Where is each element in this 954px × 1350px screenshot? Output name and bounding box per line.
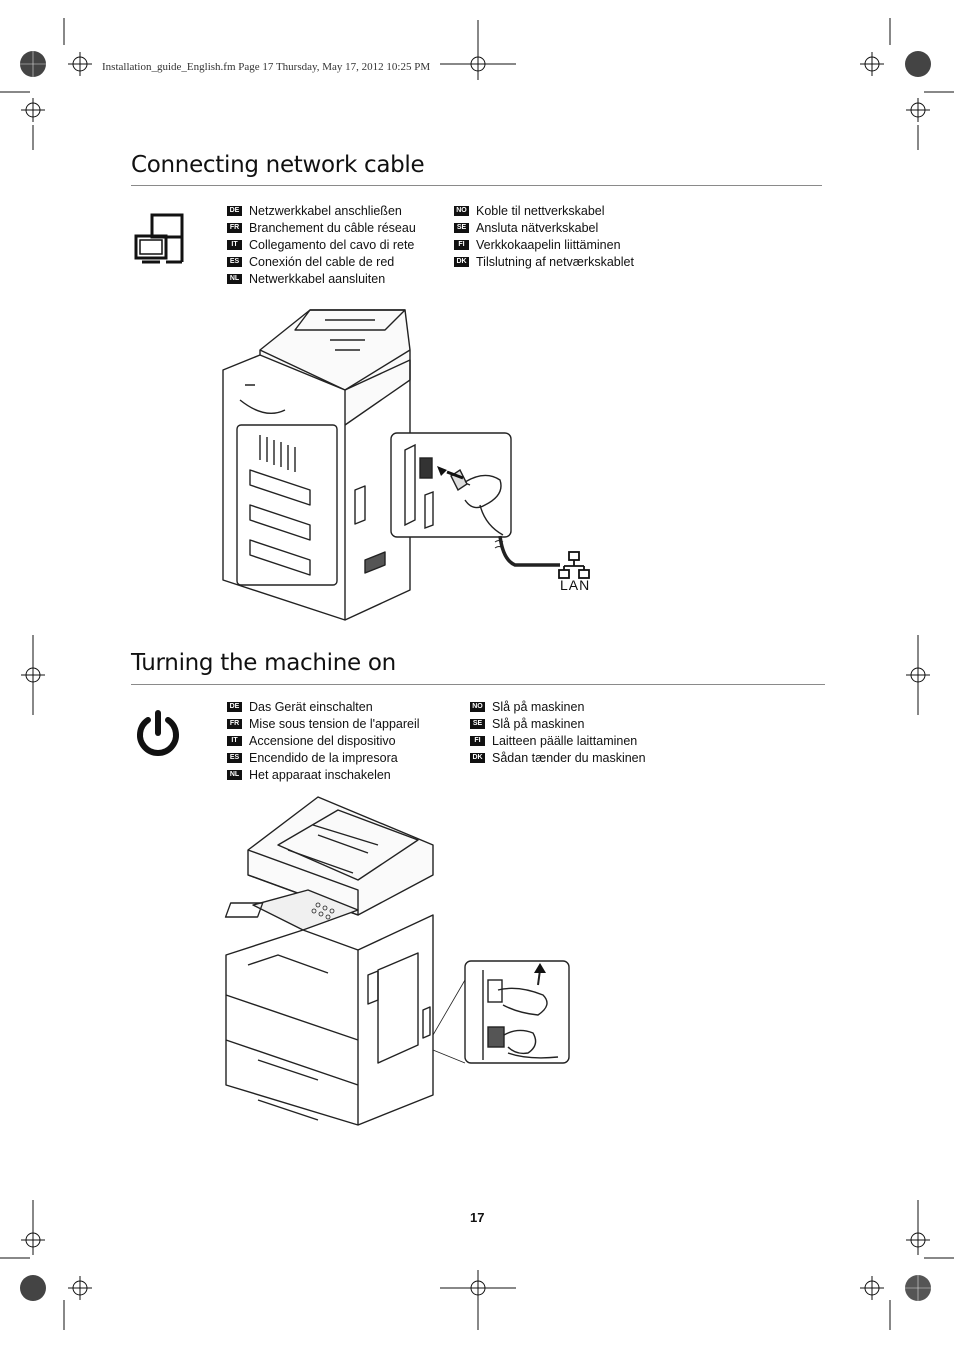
list-item: FI Laitteen päälle laittaminen — [470, 732, 646, 749]
lang-text: Het apparaat inschakelen — [249, 767, 391, 782]
list-item: ES Encendido de la impresora — [227, 749, 420, 766]
lang-text: Netzwerkkabel anschließen — [249, 203, 402, 218]
lang-text: Encendido de la impresora — [249, 750, 398, 765]
list-item: DE Das Gerät einschalten — [227, 698, 420, 715]
lang-text: Netwerkkabel aansluiten — [249, 271, 386, 286]
lang-badge: FI — [454, 239, 469, 250]
file-meta-header: Installation_guide_English.fm Page 17 Th… — [102, 61, 431, 73]
lang-badge: DE — [227, 205, 242, 216]
lang-badge: DE — [227, 701, 242, 712]
list-item: IT Collegamento del cavo di rete — [227, 236, 416, 253]
section-divider — [131, 185, 822, 186]
list-item: SE Ansluta nätverkskabel — [454, 219, 634, 236]
lang-badge: ES — [227, 752, 242, 763]
printer-rear-illustration — [222, 309, 590, 621]
list-item: SE Slå på maskinen — [470, 715, 646, 732]
lang-text: Verkkokaapelin liittäminen — [476, 237, 621, 252]
section-title-network: Connecting network cable — [131, 152, 425, 178]
lang-badge: FR — [227, 718, 242, 729]
lang-badge: NO — [470, 701, 485, 712]
list-item: DK Tilslutning af netværkskablet — [454, 253, 634, 270]
lang-badge: FR — [227, 222, 242, 233]
list-item: NO Slå på maskinen — [470, 698, 646, 715]
list-item: FI Verkkokaapelin liittäminen — [454, 236, 634, 253]
section-title-power: Turning the machine on — [131, 650, 396, 676]
lang-badge: SE — [454, 222, 469, 233]
language-list-left-network: DE Netzwerkkabel anschließen FR Branchemen… — [227, 202, 416, 287]
lang-text: Ansluta nätverkskabel — [476, 220, 599, 235]
network-computers-icon — [134, 213, 184, 264]
lang-text: Branchement du câble réseau — [249, 220, 416, 235]
lang-text: Tilslutning af netværkskablet — [476, 254, 634, 269]
lang-text: Conexión del cable de red — [249, 254, 395, 269]
list-item: NL Het apparaat inschakelen — [227, 766, 420, 783]
lang-text: Laitteen päälle laittaminen — [492, 733, 638, 748]
list-item: NL Netwerkkabel aansluiten — [227, 270, 416, 287]
lang-text: Collegamento del cavo di rete — [249, 237, 415, 252]
lang-text: Sådan tænder du maskinen — [492, 750, 646, 765]
lang-badge: FI — [470, 735, 485, 746]
list-item: DE Netzwerkkabel anschließen — [227, 202, 416, 219]
lan-label: LAN — [560, 577, 591, 593]
lang-text: Mise sous tension de l'appareil — [249, 716, 420, 731]
list-item: FR Branchement du câble réseau — [227, 219, 416, 236]
list-item: IT Accensione del dispositivo — [227, 732, 420, 749]
lang-badge: NL — [227, 273, 242, 284]
lang-badge: NL — [227, 769, 242, 780]
lang-text: Accensione del dispositivo — [249, 733, 396, 748]
page-number: 17 — [470, 1210, 485, 1225]
language-list-left-power: DE Das Gerät einschalten FR Mise sous tens… — [227, 698, 420, 783]
lang-badge: ES — [227, 256, 242, 267]
printer-front-illustration — [224, 796, 570, 1126]
lang-text: Das Gerät einschalten — [249, 699, 373, 714]
section-divider — [131, 684, 825, 685]
lang-badge: DK — [470, 752, 485, 763]
lang-badge: SE — [470, 718, 485, 729]
lang-text: Slå på maskinen — [492, 716, 585, 731]
lang-text: Koble til nettverkskabel — [476, 203, 605, 218]
lang-badge: DK — [454, 256, 469, 267]
lang-badge: NO — [454, 205, 469, 216]
power-icon — [137, 710, 179, 756]
list-item: NO Koble til nettverkskabel — [454, 202, 634, 219]
list-item: DK Sådan tænder du maskinen — [470, 749, 646, 766]
list-item: FR Mise sous tension de l'appareil — [227, 715, 420, 732]
lang-badge: IT — [227, 239, 242, 250]
language-list-right-network: NO Koble til nettverkskabel SE Ansluta nät… — [454, 202, 634, 270]
language-list-right-power: NO Slå på maskinen SE Slå på maskinen FI La… — [470, 698, 646, 766]
list-item: ES Conexión del cable de red — [227, 253, 416, 270]
lang-badge: IT — [227, 735, 242, 746]
lang-text: Slå på maskinen — [492, 699, 585, 714]
